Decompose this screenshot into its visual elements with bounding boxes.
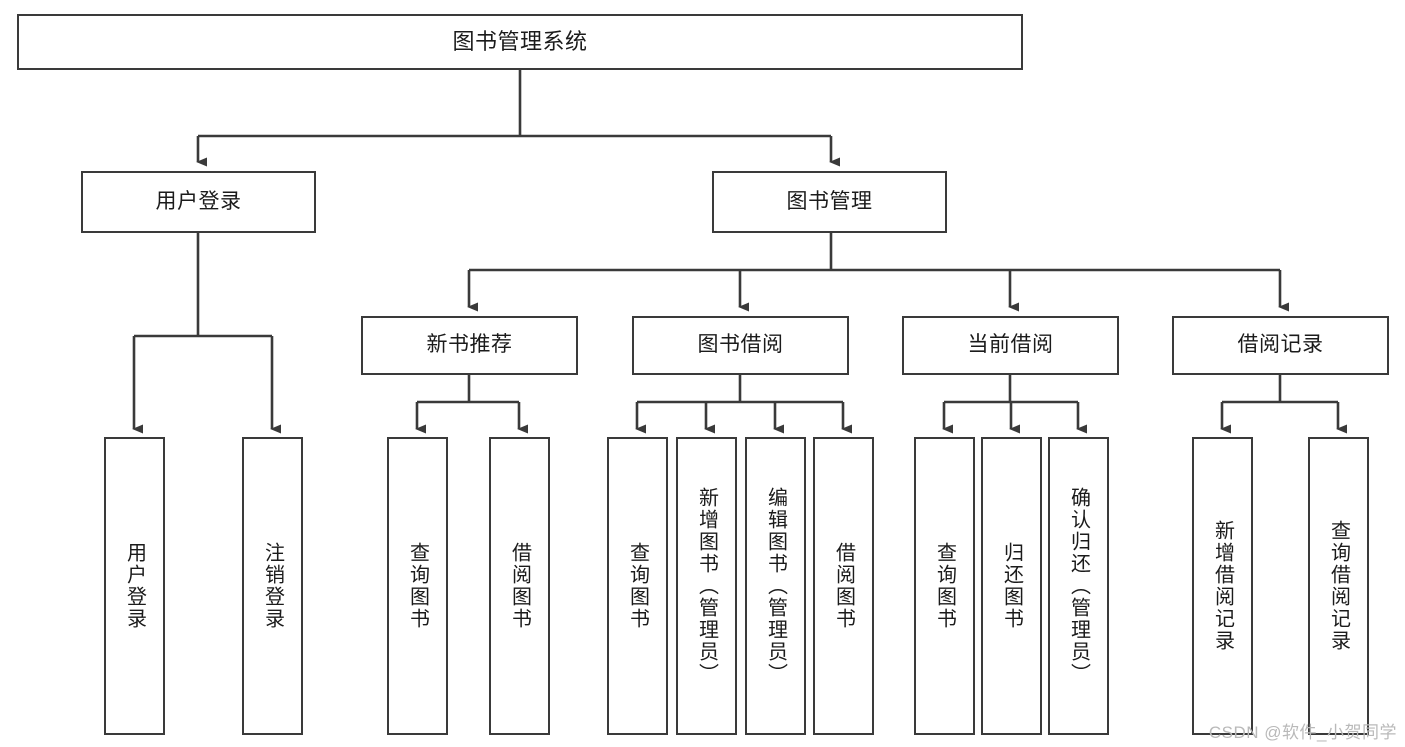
node-label: 查询图书 [933, 542, 956, 630]
node-user-login[interactable]: 用户登录 [81, 171, 316, 233]
node-leaf-query-book-2[interactable]: 查询图书 [607, 437, 668, 735]
node-label: 借阅图书 [508, 542, 531, 630]
node-leaf-add-record[interactable]: 新增借阅记录 [1192, 437, 1253, 735]
node-label: 新书推荐 [426, 333, 513, 357]
node-leaf-user-login[interactable]: 用户登录 [104, 437, 165, 735]
node-leaf-borrow-book-1[interactable]: 借阅图书 [489, 437, 550, 735]
node-label: 查询图书 [626, 542, 649, 630]
node-label: 用户登录 [123, 542, 146, 630]
node-label: 图书管理系统 [452, 29, 588, 55]
node-label: 确认归还（管理员） [1067, 487, 1090, 685]
node-label: 归还图书 [1000, 542, 1023, 630]
node-label: 用户登录 [155, 189, 242, 213]
csdn-watermark: CSDN @软件_小贺同学 [1208, 723, 1397, 742]
node-new-book-recommend[interactable]: 新书推荐 [361, 316, 578, 375]
node-label: 当前借阅 [967, 333, 1054, 357]
node-leaf-confirm-return[interactable]: 确认归还（管理员） [1048, 437, 1109, 735]
node-leaf-query-book-1[interactable]: 查询图书 [387, 437, 448, 735]
node-label: 新增图书（管理员） [695, 487, 718, 685]
node-leaf-borrow-book-2[interactable]: 借阅图书 [813, 437, 874, 735]
node-book-borrow[interactable]: 图书借阅 [632, 316, 849, 375]
node-borrow-record[interactable]: 借阅记录 [1172, 316, 1389, 375]
node-leaf-user-logout[interactable]: 注销登录 [242, 437, 303, 735]
node-label: 查询图书 [406, 542, 429, 630]
node-leaf-query-book-3[interactable]: 查询图书 [914, 437, 975, 735]
node-label: 图书借阅 [697, 333, 784, 357]
node-current-borrow[interactable]: 当前借阅 [902, 316, 1119, 375]
node-book-manage[interactable]: 图书管理 [712, 171, 947, 233]
node-label: 查询借阅记录 [1327, 520, 1350, 652]
node-label: 图书管理 [786, 189, 873, 213]
node-label: 编辑图书（管理员） [764, 487, 787, 685]
node-leaf-query-record[interactable]: 查询借阅记录 [1308, 437, 1369, 735]
node-label: 新增借阅记录 [1211, 520, 1234, 652]
node-leaf-add-book[interactable]: 新增图书（管理员） [676, 437, 737, 735]
node-root-book-management-system[interactable]: 图书管理系统 [17, 14, 1023, 70]
node-label: 借阅记录 [1237, 333, 1324, 357]
node-leaf-edit-book[interactable]: 编辑图书（管理员） [745, 437, 806, 735]
node-leaf-return-book[interactable]: 归还图书 [981, 437, 1042, 735]
node-label: 注销登录 [261, 542, 284, 630]
node-label: 借阅图书 [832, 542, 855, 630]
